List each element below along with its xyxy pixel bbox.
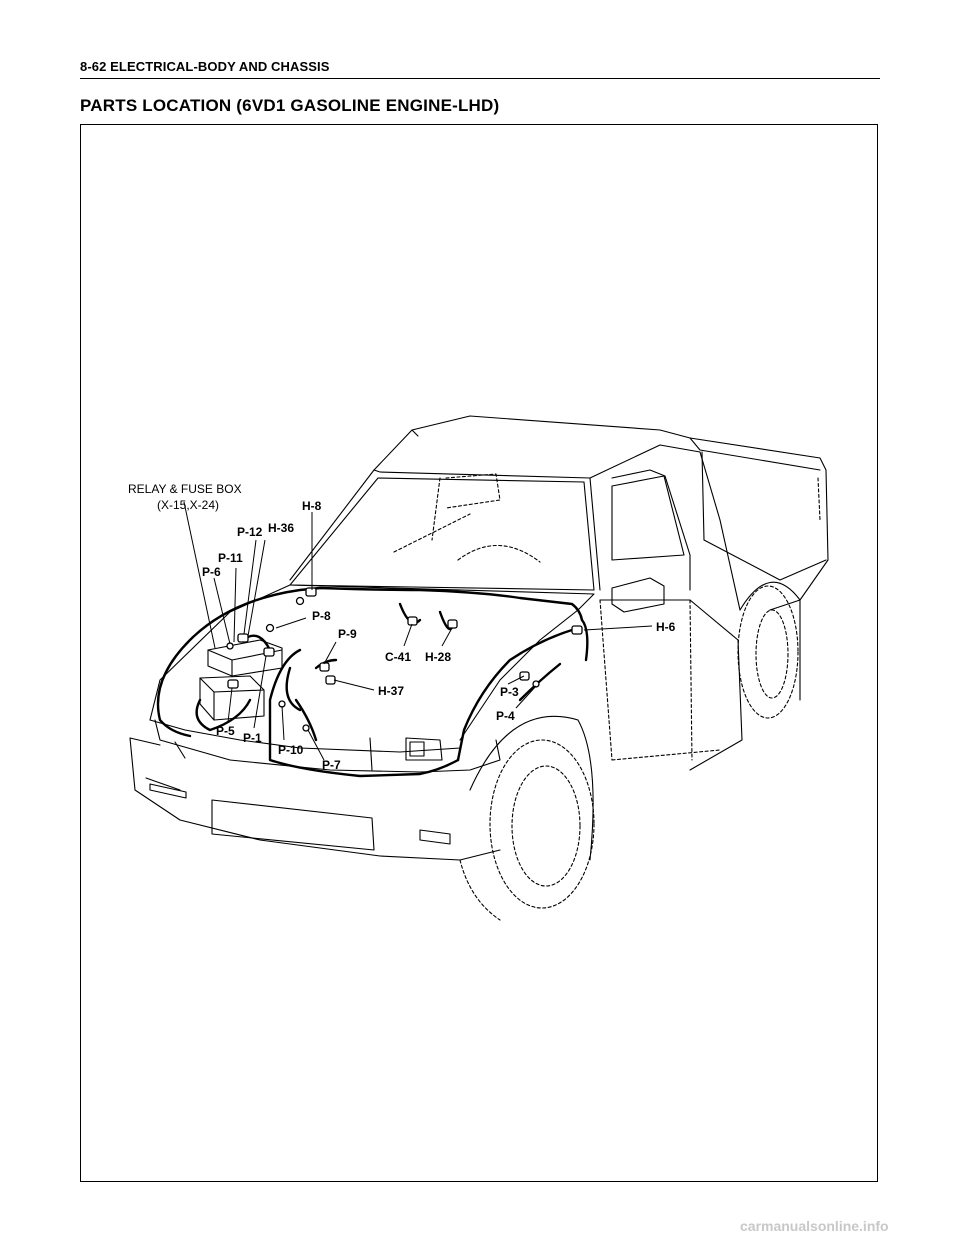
connector-h6 — [571, 625, 583, 635]
connector-p7 — [302, 724, 310, 732]
label-h8: H-8 — [302, 499, 322, 513]
label-p8: P-8 — [312, 609, 331, 623]
label-p3: P-3 — [500, 685, 519, 699]
license-plate-area — [211, 799, 375, 851]
battery — [199, 675, 265, 721]
leader-lines — [183, 501, 653, 761]
connector-p11 — [237, 633, 249, 643]
page-header: 8-62 ELECTRICAL-BODY AND CHASSIS — [80, 58, 880, 79]
connector-h37 — [325, 675, 336, 685]
label-h6: H-6 — [656, 620, 676, 634]
connector-h8-a — [295, 596, 305, 606]
label-p11: P-11 — [218, 551, 243, 565]
side-window — [611, 475, 685, 561]
label-p7: P-7 — [322, 758, 341, 772]
connector-c41 — [407, 616, 418, 626]
side-mirror — [611, 577, 665, 613]
section-title: PARTS LOCATION (6VD1 GASOLINE ENGINE-LHD… — [80, 96, 500, 115]
label-p6: P-6 — [202, 565, 221, 579]
windshield — [289, 477, 595, 591]
wiring-harness — [156, 586, 589, 778]
label-p9: P-9 — [338, 627, 357, 641]
label-p4: P-4 — [496, 709, 515, 723]
label-h28: H-28 — [425, 650, 451, 664]
connector-p9 — [319, 662, 330, 672]
truck-bed-outline — [689, 437, 829, 611]
label-relay-fuse-box: RELAY & FUSE BOX — [128, 482, 242, 496]
cab-roof-outline — [373, 415, 691, 471]
connector-h8 — [305, 587, 317, 597]
label-p10: P-10 — [278, 743, 304, 757]
label-p1: P-1 — [243, 731, 262, 745]
header-text: 8-62 ELECTRICAL-BODY AND CHASSIS — [80, 59, 330, 74]
hood-outline — [289, 584, 595, 741]
label-p5: P-5 — [216, 724, 235, 738]
rear-wheel — [737, 585, 799, 719]
front-wheel — [489, 739, 595, 909]
connector-p5 — [227, 679, 239, 689]
connector-p1 — [263, 647, 275, 657]
front-bumper — [129, 737, 501, 861]
connector-h28 — [447, 619, 458, 629]
label-relay-fuse-box-codes: (X-15,X-24) — [157, 498, 219, 512]
label-c41: C-41 — [385, 650, 411, 664]
figure-frame — [80, 124, 878, 1182]
grille — [154, 719, 501, 773]
headlight — [405, 737, 443, 761]
label-h37: H-37 — [378, 684, 404, 698]
label-p12: P-12 — [237, 525, 263, 539]
relay-fuse-box — [207, 639, 283, 677]
connector-p4 — [532, 680, 540, 688]
connector-p3 — [519, 671, 530, 681]
label-h36: H-36 — [268, 521, 294, 535]
watermark: carmanualsonline.info — [740, 1218, 889, 1234]
connector-p8 — [265, 623, 275, 633]
